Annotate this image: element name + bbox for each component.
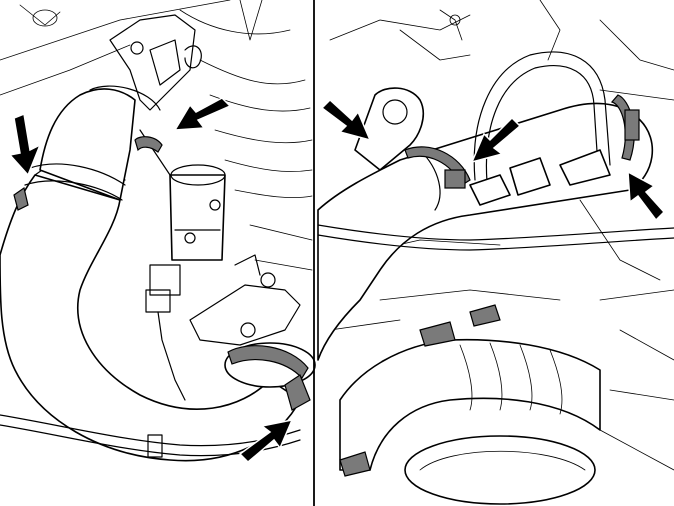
lower-ducts xyxy=(339,304,601,505)
left-engine-background xyxy=(0,0,313,271)
actuator-cylinder xyxy=(145,164,226,401)
clamp-right-right xyxy=(610,94,640,161)
arrow-lower-right xyxy=(238,418,294,464)
cable-right xyxy=(317,224,674,251)
clamp-upper-left xyxy=(13,163,126,211)
vacuum-hose-loop xyxy=(469,51,611,206)
lower-bracket xyxy=(189,254,301,346)
small-hose-left xyxy=(134,129,171,176)
clamp-lower-left xyxy=(224,342,316,411)
right-arrows xyxy=(320,98,666,222)
arrow-right-clamp xyxy=(627,170,666,222)
right-bracket xyxy=(354,87,425,171)
arrow-upper-center xyxy=(173,97,232,131)
arrow-bracket xyxy=(320,98,372,142)
arrow-upper-left xyxy=(8,112,42,177)
clamp-right-left xyxy=(404,146,471,189)
left-arrows xyxy=(8,97,294,464)
mounting-bracket xyxy=(109,14,202,111)
arrow-center-clamp xyxy=(470,116,522,164)
intake-hose xyxy=(0,85,301,462)
left-view xyxy=(0,0,316,464)
right-view xyxy=(317,0,674,505)
